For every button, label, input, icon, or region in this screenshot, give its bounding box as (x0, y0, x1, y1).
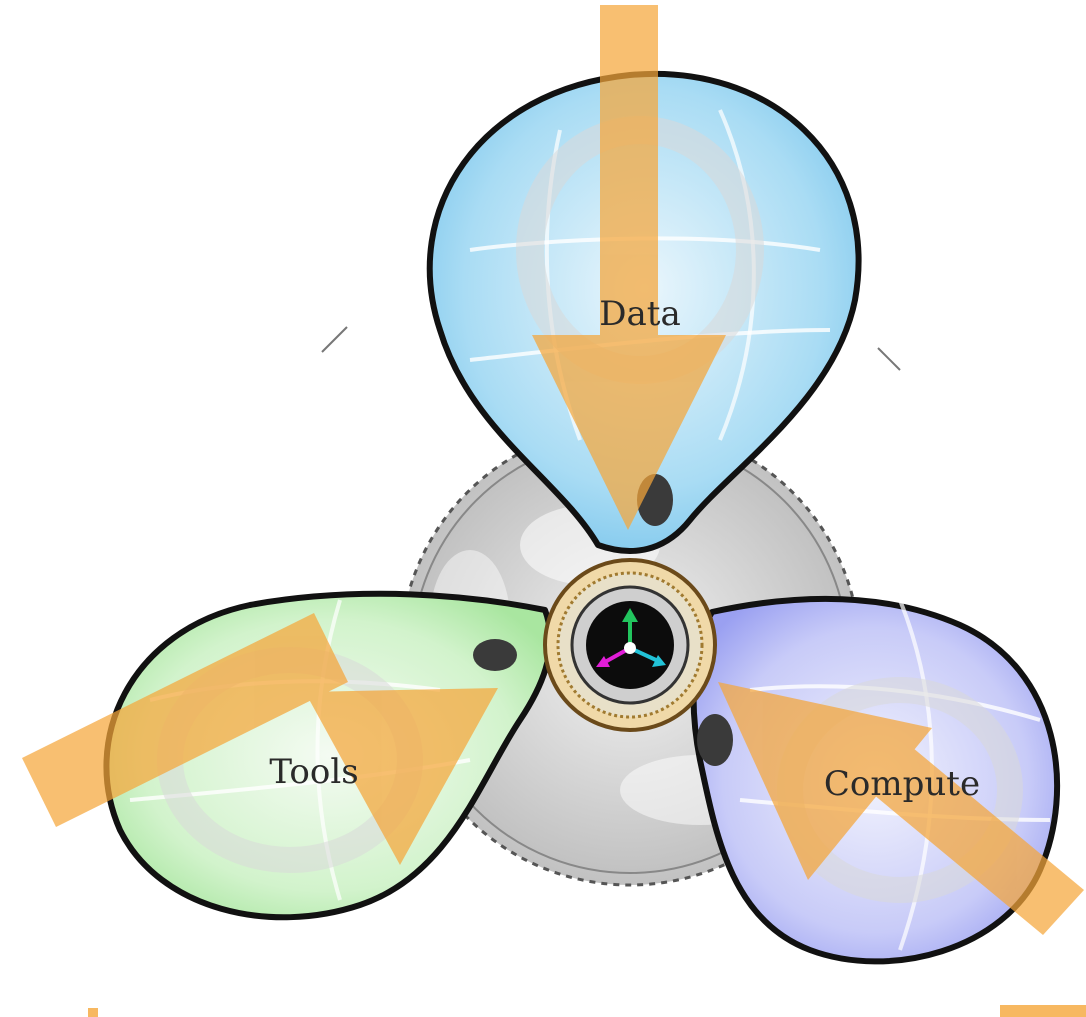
bottom-mark-left (88, 1008, 98, 1017)
bolt (473, 639, 517, 671)
bolt (697, 714, 733, 766)
three-arrow-hub-icon (596, 608, 666, 667)
input-arrow-icon (22, 5, 1084, 935)
hub (543, 558, 717, 732)
compute-label: Compute (824, 764, 980, 804)
decor-stroke-right (877, 347, 901, 371)
decor-stroke-left (321, 326, 348, 353)
data-label: Data (599, 294, 680, 334)
tools-label: Tools (269, 752, 358, 792)
bottom-mark-right (1000, 1005, 1086, 1017)
